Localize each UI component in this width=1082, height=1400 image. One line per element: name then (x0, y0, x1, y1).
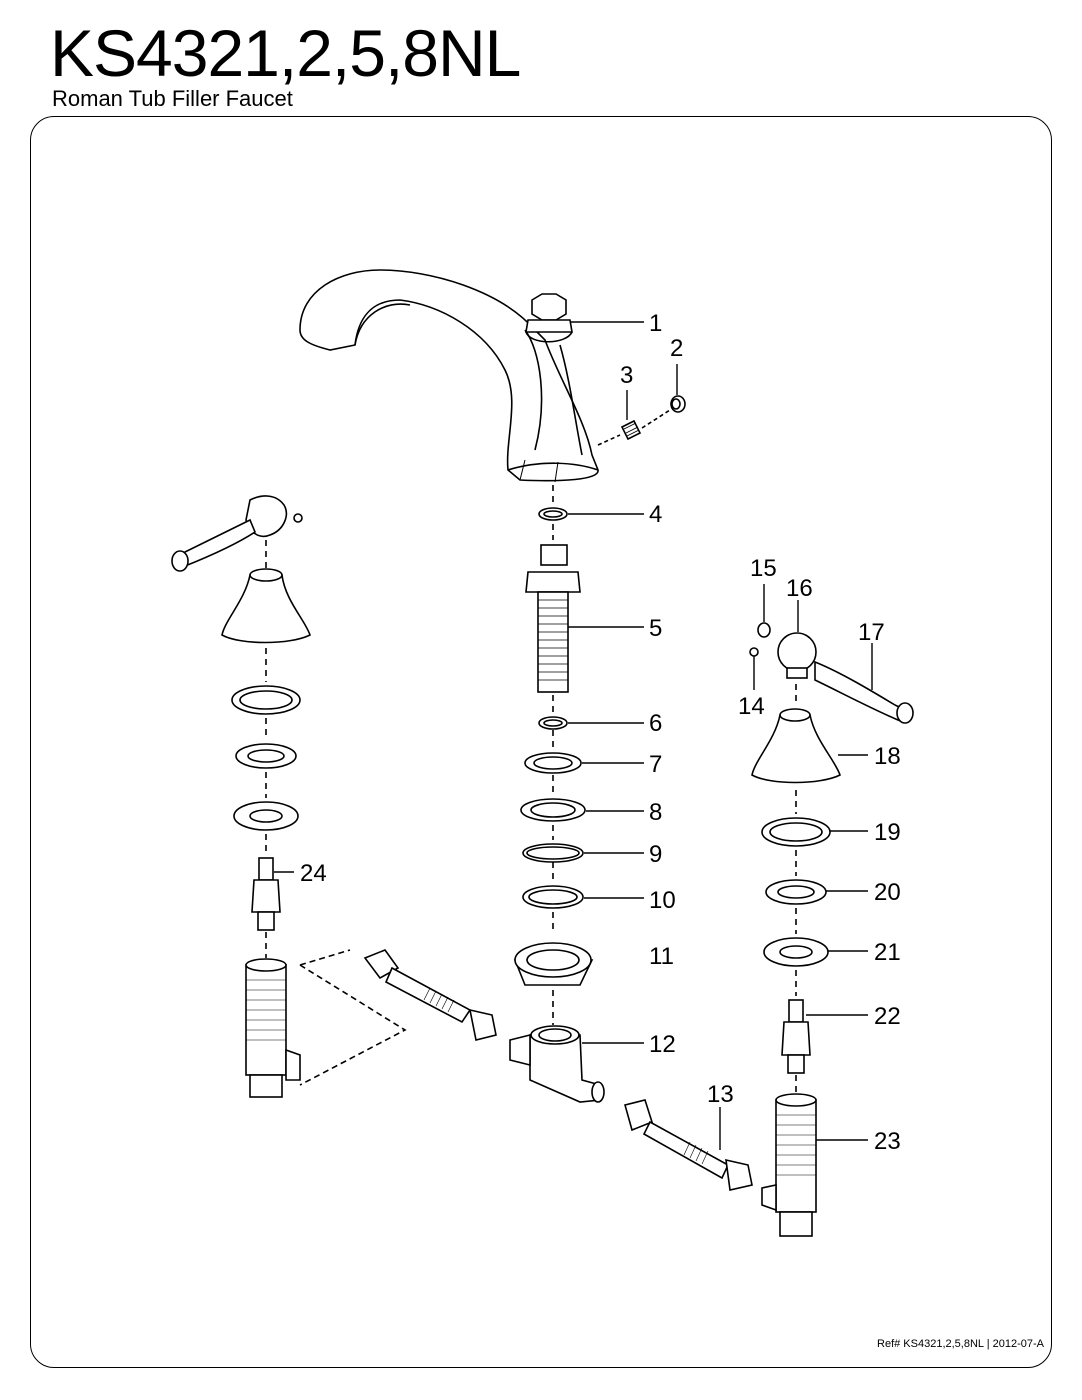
label-8: 8 (649, 799, 662, 826)
label-3: 3 (620, 362, 633, 389)
label-14: 14 (738, 693, 765, 720)
set-screw-drawing (597, 395, 686, 446)
label-5: 5 (649, 615, 662, 642)
label-4: 4 (649, 501, 662, 528)
label-1: 1 (649, 310, 662, 337)
label-12: 12 (649, 1031, 676, 1058)
reference-number: Ref# KS4321,2,5,8NL (877, 1338, 984, 1350)
reference-footer: Ref# KS4321,2,5,8NL | 2012-07-A (877, 1338, 1044, 1350)
right-handle-drawing (749, 622, 914, 1237)
label-11: 11 (649, 943, 674, 970)
label-19: 19 (874, 819, 901, 846)
part-12-tee (509, 1025, 605, 1103)
label-18: 18 (874, 743, 901, 770)
product-subtitle: Roman Tub Filler Faucet (52, 86, 293, 111)
left-flex-hose (299, 949, 497, 1041)
label-15: 15 (750, 555, 777, 582)
model-number: KS4321,2,5,8NL (50, 16, 521, 90)
diagram-frame (30, 116, 1052, 1368)
revision-date: 2012-07-A (992, 1338, 1044, 1350)
label-20: 20 (874, 879, 901, 906)
reference-separator: | (986, 1338, 990, 1350)
label-6: 6 (649, 710, 662, 737)
label-17: 17 (858, 619, 885, 646)
label-9: 9 (649, 841, 662, 868)
label-16: 16 (786, 575, 813, 602)
label-22: 22 (874, 1003, 901, 1030)
part-13-flex-hose (624, 1099, 753, 1191)
left-handle-drawing (171, 495, 311, 1098)
label-13: 13 (707, 1081, 734, 1108)
label-24: 24 (300, 860, 327, 887)
label-7: 7 (649, 751, 662, 778)
part-5-shank (525, 544, 581, 693)
label-23: 23 (874, 1128, 901, 1155)
spout-drawing (299, 269, 599, 483)
label-2: 2 (670, 335, 683, 362)
part-11-locknut (513, 942, 594, 986)
label-21: 21 (874, 939, 901, 966)
label-10: 10 (649, 887, 676, 914)
